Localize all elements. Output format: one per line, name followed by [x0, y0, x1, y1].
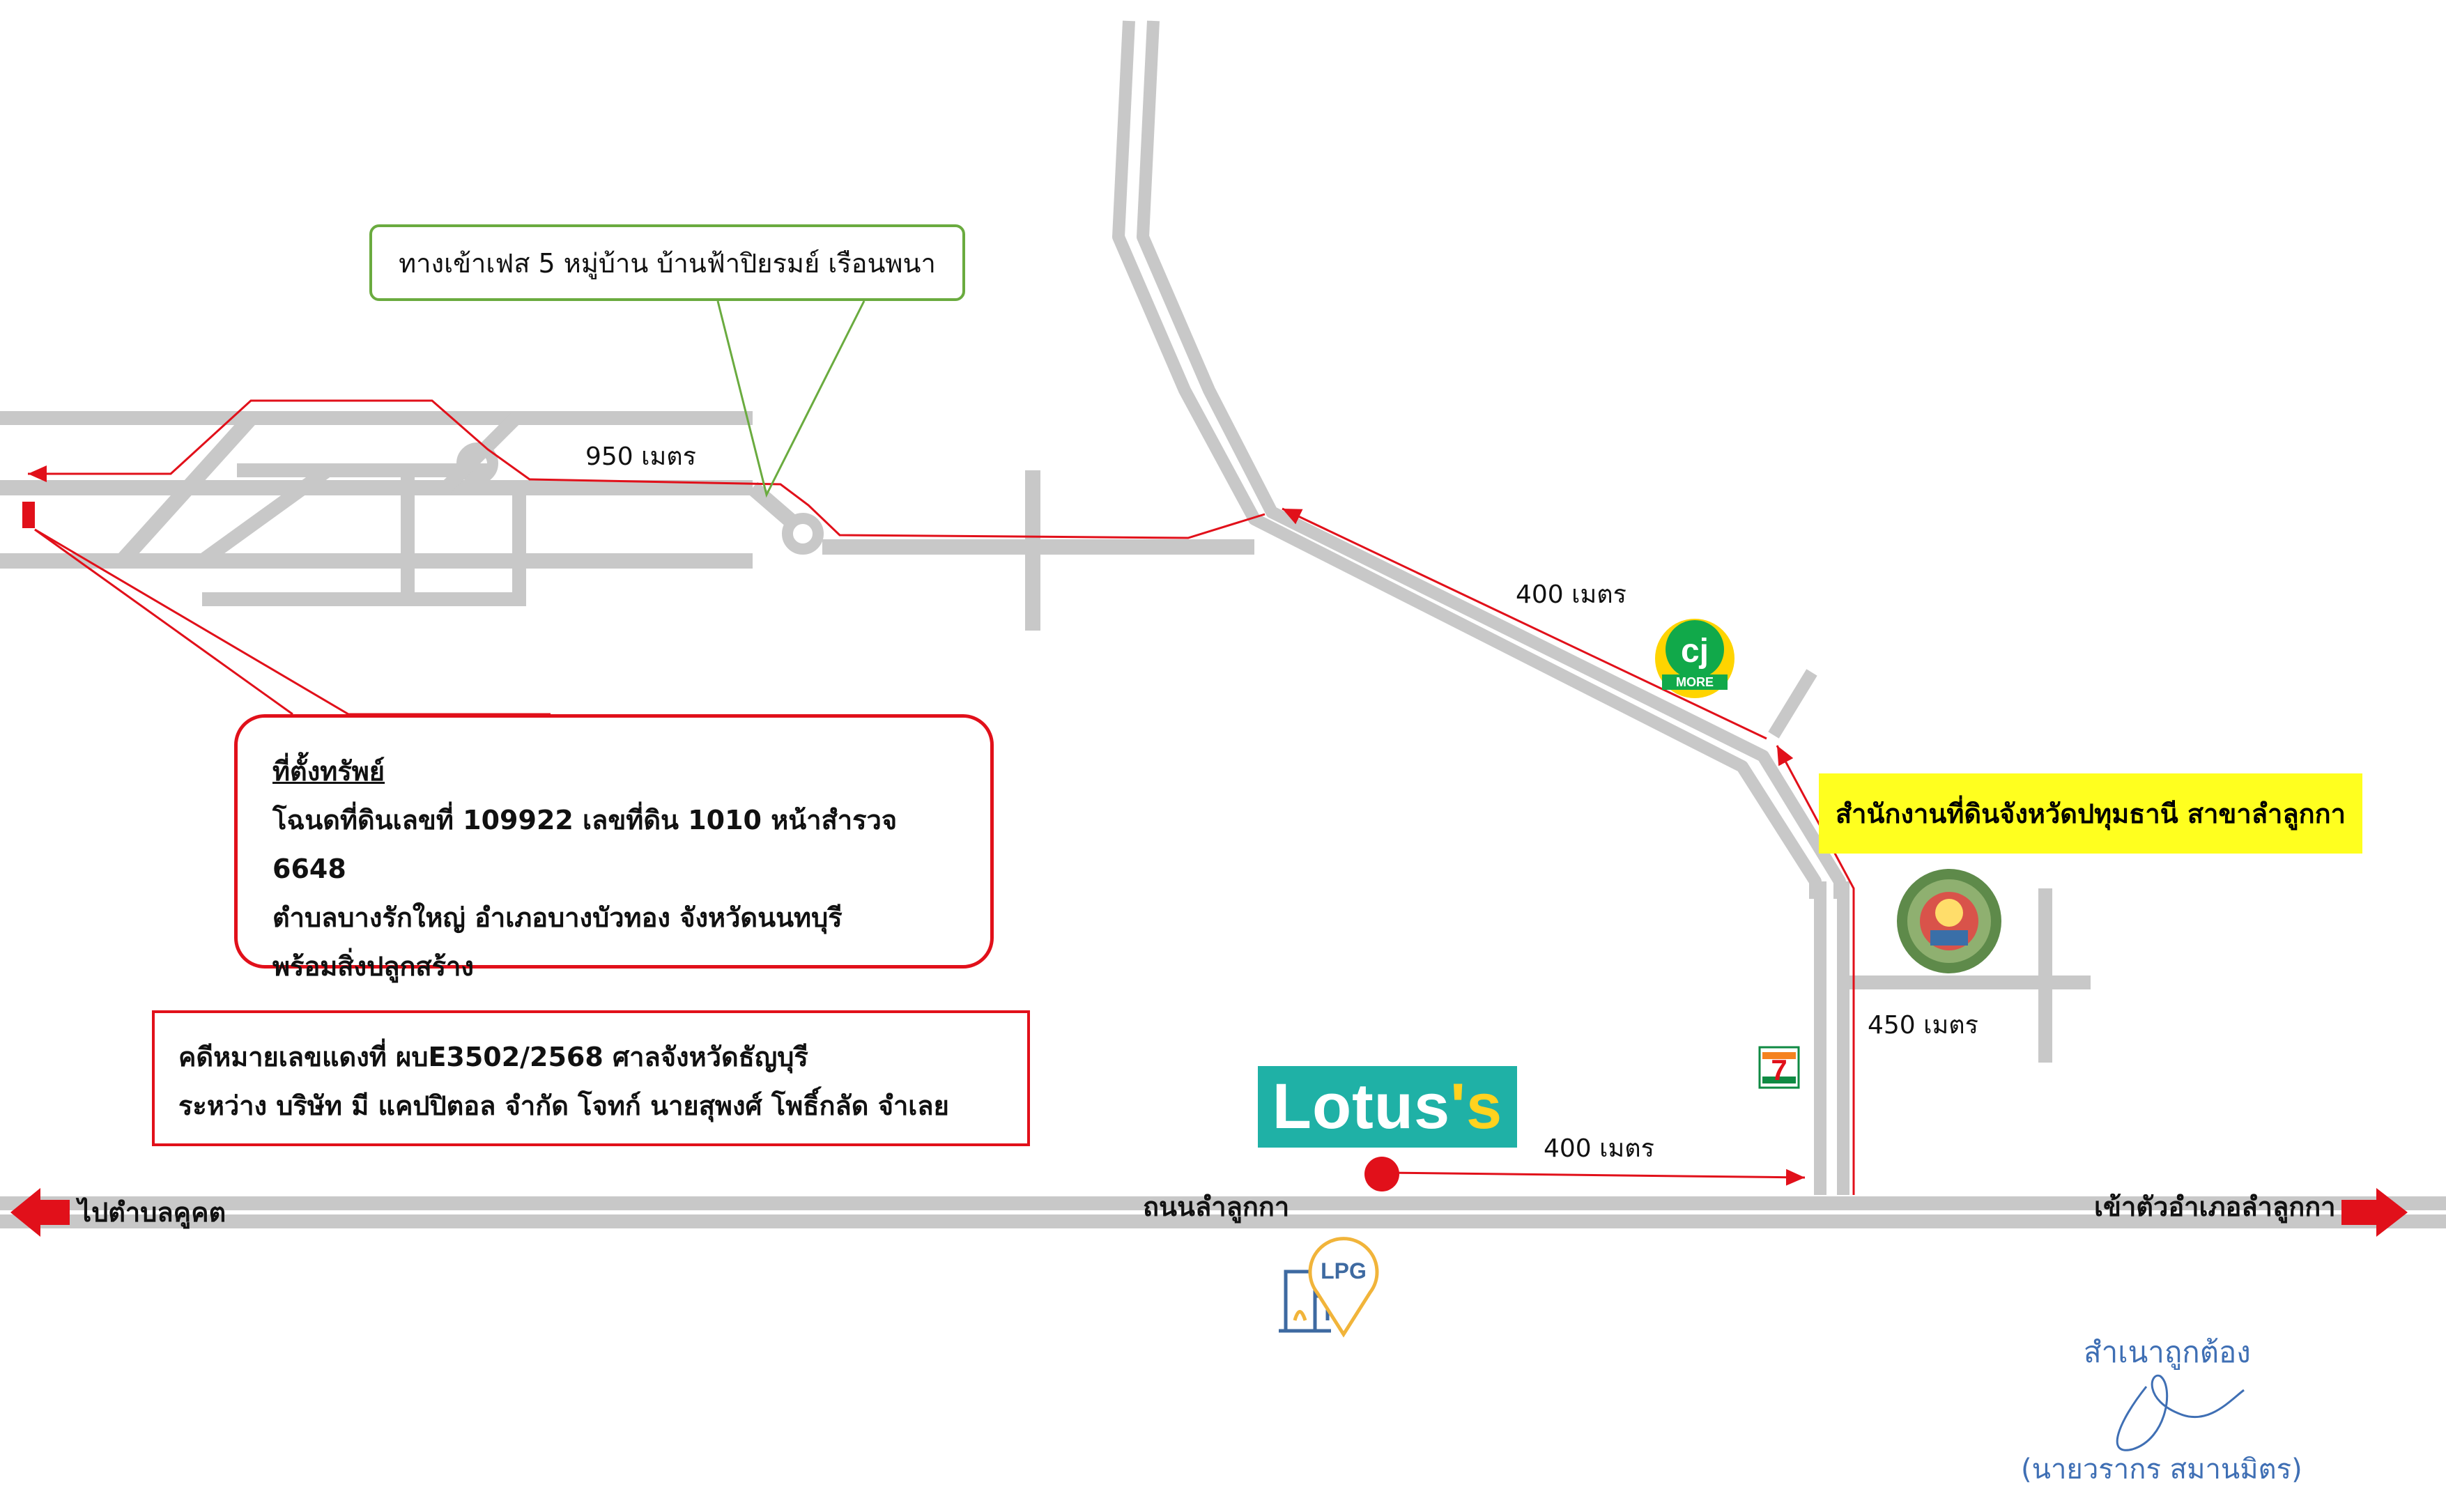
diagonal-road — [1112, 20, 1822, 899]
svg-text:MORE: MORE — [1676, 675, 1714, 689]
main-road-label: ถนนลำลูกกา — [1143, 1191, 1289, 1224]
direction-right-label: เข้าตัวอำเภอลำลูกกา — [2094, 1191, 2336, 1224]
signature-mark — [2116, 1374, 2245, 1451]
distance-950m: 950 เมตร — [585, 442, 696, 471]
seven-eleven-logo: 7 — [1758, 1046, 1800, 1089]
land-office-label: สำนักงานที่ดินจังหวัดปทุมธานี สาขาลำลูกก… — [1819, 773, 2362, 854]
certification-stamp: สำเนาถูกต้อง (นายวรากร สมานมิตร) — [2000, 1310, 2348, 1505]
land-office-seal — [1897, 869, 2001, 973]
property-line-location: ตำบลบางรักใหญ่ อำเภอบางบัวทอง จังหวัดนนท… — [272, 902, 843, 933]
distance-400m-diagonal: 400 เมตร — [1516, 580, 1626, 609]
case-number: คดีหมายเลขแดงที่ ผบE3502/2568 ศาลจังหวัด… — [178, 1042, 808, 1072]
case-parties: ระหว่าง บริษัท มี แคปปิตอล จำกัด โจทก์ น… — [178, 1090, 949, 1121]
property-heading: ที่ตั้งทรัพย์ — [272, 756, 385, 787]
arrow-right-icon — [2341, 1188, 2408, 1237]
lotus-location-dot — [1364, 1157, 1399, 1191]
certifier-name: (นายวรากร สมานมิตร) — [2021, 1453, 2302, 1486]
road-network — [0, 20, 2446, 1228]
distance-450m: 450 เมตร — [1868, 1011, 1978, 1040]
property-callout: ที่ตั้งทรัพย์ โฉนดที่ดินเลขที่ 109922 เล… — [234, 714, 994, 982]
entrance-callout: ทางเข้าเฟส 5 หมู่บ้าน บ้านฟ้าปิยรมย์ เรื… — [369, 224, 965, 301]
distance-400m-main: 400 เมตร — [1544, 1134, 1654, 1163]
svg-text:7: 7 — [1771, 1054, 1787, 1086]
lpg-station-icon: LPG — [1279, 1237, 1379, 1338]
svg-text:LPG: LPG — [1321, 1258, 1367, 1283]
certification-text: สำเนาถูกต้อง — [2084, 1335, 2251, 1369]
cj-more-logo: cj MORE — [1655, 619, 1734, 698]
direction-left-label: ไปตำบลคูคต — [75, 1197, 226, 1229]
route-path — [28, 399, 1855, 1195]
lotus-logo: Lotus's — [1258, 1066, 1517, 1148]
entrance-callout-text: ทางเข้าเฟส 5 หมู่บ้าน บ้านฟ้าปิยรมย์ เรื… — [399, 247, 936, 279]
property-marker — [22, 502, 35, 528]
property-line-deed: โฉนดที่ดินเลขที่ 109922 เลขที่ดิน 1010 ห… — [272, 805, 898, 884]
property-line-building: พร้อมสิ่งปลูกสร้าง — [272, 951, 474, 982]
arrow-left-icon — [10, 1188, 70, 1237]
case-info-box: คดีหมายเลขแดงที่ ผบE3502/2568 ศาลจังหวัด… — [152, 1010, 1030, 1146]
entrance-pointer — [716, 300, 866, 498]
svg-text:cj: cj — [1681, 633, 1709, 670]
